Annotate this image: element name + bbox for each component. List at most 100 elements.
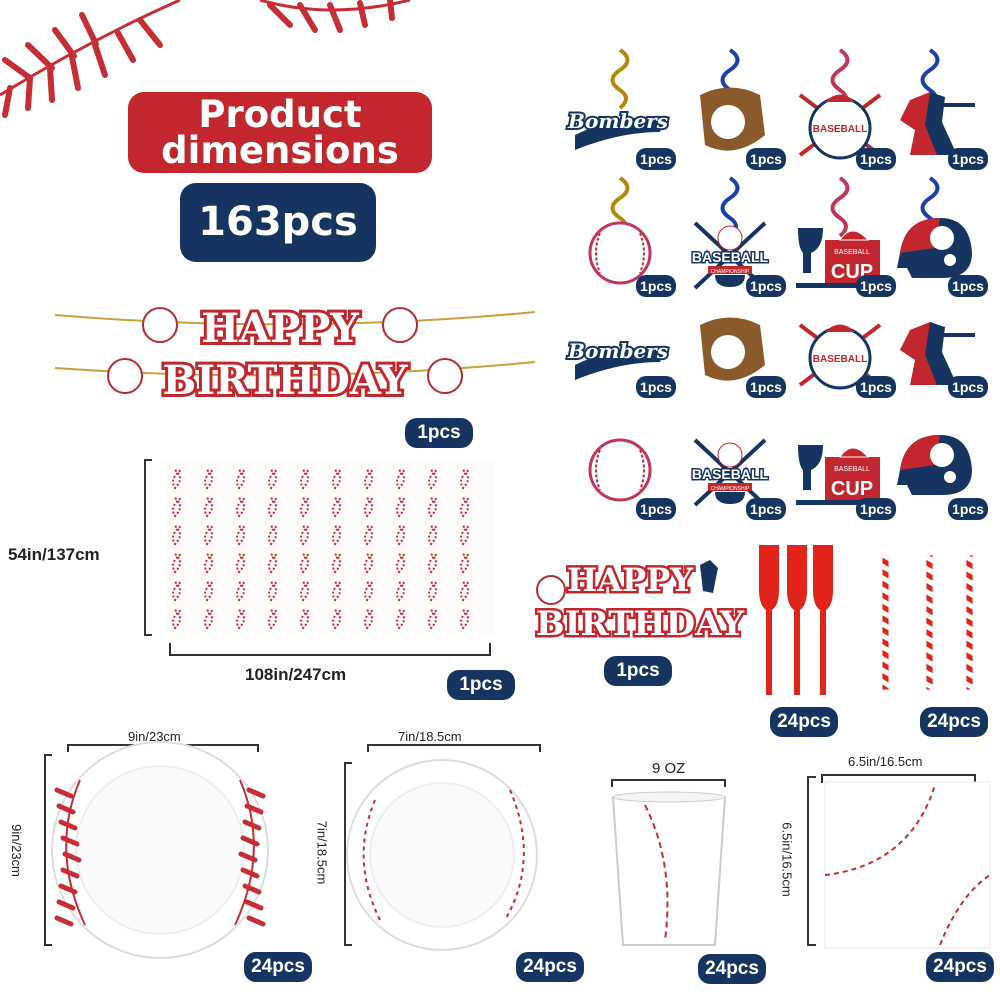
small-plate xyxy=(344,744,541,951)
tablecloth-stitch-mark xyxy=(172,581,182,602)
tablecloth-qty-badge: 1pcs xyxy=(447,670,515,700)
swirl-qty-badge: 1pcs xyxy=(636,275,676,297)
tablecloth-stitch-mark xyxy=(364,581,374,602)
tablecloth-stitch-mark xyxy=(364,553,374,574)
plate-stitch-mark xyxy=(238,851,258,863)
tablecloth-stitch-mark xyxy=(268,553,278,574)
plate-stitch-mark xyxy=(60,867,80,879)
swirl-ball-logo-icon: BASEBALL xyxy=(798,323,882,390)
plate-stitch-mark xyxy=(246,915,266,927)
banner-happy: HAPPY xyxy=(201,305,359,352)
tablecloth-stitch-mark xyxy=(236,469,246,490)
plate-stitch-mark xyxy=(240,867,260,879)
plate-stitch-mark xyxy=(242,819,262,831)
tablecloth-stitch-mark xyxy=(268,525,278,546)
tablecloth-stitch-mark xyxy=(172,525,182,546)
swirl-bombers-icon: Bombers xyxy=(565,337,670,380)
small-plate-height-label: 7in/18.5cm xyxy=(314,820,330,885)
logo-text: Bombers xyxy=(567,339,668,363)
swirl-qty-badge: 1pcs xyxy=(856,498,896,520)
swirl-qty-badge: 1pcs xyxy=(636,376,676,398)
plate-stitch-mark xyxy=(56,899,76,911)
logo-text: CUP xyxy=(831,478,873,500)
large-plate-height-label: 9in/23cm xyxy=(8,824,24,877)
plate-stitch-mark xyxy=(62,851,82,863)
topper-happy: HAPPY xyxy=(567,561,694,599)
napkin-qty-badge: 24pcs xyxy=(926,952,994,982)
plate-stitch-mark xyxy=(58,883,78,895)
swirl-qty-badge: 1pcs xyxy=(856,376,896,398)
plate-stitch-mark xyxy=(242,883,262,895)
tablecloth-stitch-mark xyxy=(300,525,310,546)
tablecloth-stitch-mark xyxy=(236,609,246,630)
tablecloth-stitch-mark xyxy=(428,497,438,518)
swirl-helmet-icon xyxy=(897,176,972,278)
tablecloth-stitch-mark xyxy=(236,581,246,602)
tablecloth-stitch-mark xyxy=(396,553,406,574)
tablecloth-stitch-mark xyxy=(204,525,214,546)
small-plate-qty-badge: 24pcs xyxy=(516,952,584,982)
tablecloth-stitch-mark xyxy=(428,609,438,630)
large-plate xyxy=(44,741,269,959)
swirl-qty-badge: 1pcs xyxy=(636,498,676,520)
tablecloth-stitch-mark xyxy=(364,497,374,518)
happy-birthday-banner: HAPPY BIRTHDAY xyxy=(54,302,536,407)
small-plate-width-label: 7in/18.5cm xyxy=(398,729,462,744)
logo-text: BASEBALL xyxy=(813,354,867,365)
tablecloth-stitch-mark xyxy=(428,469,438,490)
tablecloth-stitch-mark xyxy=(204,469,214,490)
banner-birthday: BIRTHDAY xyxy=(163,357,408,404)
logo-text: BASEBALL xyxy=(813,124,867,135)
cup xyxy=(611,779,727,946)
large-plate-qty-badge: 24pcs xyxy=(244,952,312,982)
tablecloth-stitch-mark xyxy=(300,553,310,574)
logo-text: CHAMPIONSHIP xyxy=(711,269,750,275)
tablecloth-stitch-mark xyxy=(396,609,406,630)
forks xyxy=(759,545,833,695)
tablecloth-stitch-mark xyxy=(300,469,310,490)
plate-stitch-mark xyxy=(246,787,266,799)
tablecloth-stitch-mark xyxy=(460,609,470,630)
tablecloth-stitch-mark xyxy=(268,609,278,630)
tablecloth-stitch-mark xyxy=(172,497,182,518)
swirl-qty-badge: 1pcs xyxy=(636,148,676,170)
plate-stitch-mark xyxy=(54,787,74,799)
swirl-helmet-icon xyxy=(897,435,972,495)
topper-birthday: BIRTHDAY xyxy=(536,604,745,644)
plate-stitch-mark xyxy=(54,915,74,927)
tablecloth-stitch-mark xyxy=(460,469,470,490)
tablecloth-height-label: 54in/137cm xyxy=(8,545,100,564)
tablecloth-stitch-mark xyxy=(396,581,406,602)
plate-stitch-mark xyxy=(244,899,264,911)
tablecloth-stitch-mark xyxy=(300,497,310,518)
tablecloth-stitch-mark xyxy=(172,609,182,630)
swirl-qty-badge: 1pcs xyxy=(948,376,988,398)
plate-stitch-mark xyxy=(56,803,76,815)
tablecloth-stitch-mark xyxy=(364,525,374,546)
tablecloth-stitch-mark xyxy=(172,469,182,490)
logo-text: Bombers xyxy=(567,109,668,133)
tablecloth-stitch-mark xyxy=(332,581,342,602)
swirl-qty-badge: 1pcs xyxy=(948,148,988,170)
swirl-qty-badge: 1pcs xyxy=(746,498,786,520)
tablecloth-stitch-mark xyxy=(172,553,182,574)
tablecloth-stitch-mark xyxy=(428,553,438,574)
plate-stitch-mark xyxy=(240,835,260,847)
straws xyxy=(881,554,974,691)
tablecloth-stitch-mark xyxy=(460,497,470,518)
logo-text: CHAMPIONSHIP xyxy=(711,486,750,492)
tablecloth-stitch-mark xyxy=(332,525,342,546)
large-plate-width-label: 9in/23cm xyxy=(128,729,181,744)
title-line-1: Product xyxy=(198,93,362,136)
banner-qty-badge: 1pcs xyxy=(405,418,473,448)
tablecloth-stitch-mark xyxy=(396,525,406,546)
swirl-ball-icon xyxy=(588,438,652,502)
tablecloth xyxy=(144,459,495,656)
cup-volume-label: 9 OZ xyxy=(652,760,686,777)
tablecloth-stitch-mark xyxy=(332,553,342,574)
swirl-ball-icon xyxy=(588,176,652,285)
swirl-qty-badge: 1pcs xyxy=(746,148,786,170)
cup-qty-badge: 24pcs xyxy=(698,954,766,984)
